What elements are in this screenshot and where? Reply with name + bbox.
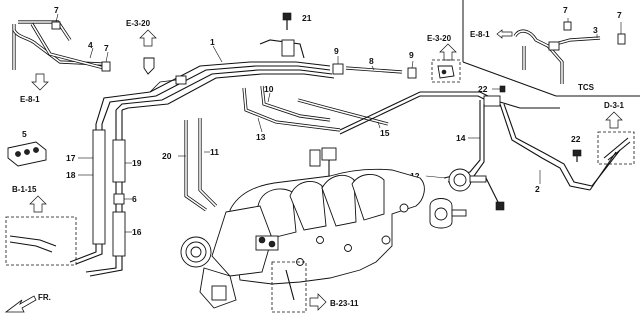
- callout-7: 7: [54, 5, 59, 15]
- reference-b-1-15: B-1-15: [5, 185, 77, 266]
- reference-e-8-1-right: E-8-1: [470, 29, 513, 39]
- arrow-up-icon: [439, 43, 457, 61]
- vacuum-actuator-12: 12: [410, 168, 505, 229]
- reference-e-3-20-mid: E-3-20: [427, 34, 461, 83]
- reference-label: D-3-1: [604, 101, 625, 110]
- callout-22: 22: [478, 84, 488, 94]
- arrow-down-icon: [31, 73, 49, 91]
- hose-8-assembly: 9 8 9: [332, 46, 417, 79]
- upper-left-hoses: 7 4 7: [12, 5, 111, 72]
- callout-10: 10: [264, 84, 274, 94]
- bolt-21: 21: [282, 12, 312, 30]
- callout-11: 11: [210, 147, 219, 157]
- reference-label: B-23-11: [330, 299, 359, 308]
- callout-21: 21: [302, 13, 312, 23]
- arrow-up-icon: [605, 111, 623, 129]
- front-arrow-icon: [4, 295, 37, 313]
- callout-9: 9: [334, 46, 339, 56]
- tcs-inset: 7 3 7 TCS: [462, 0, 640, 97]
- callout-1: 1: [210, 37, 215, 47]
- front-direction-indicator: FR.: [4, 293, 51, 313]
- reference-label: B-1-15: [12, 185, 37, 194]
- reference-label: E-3-20: [126, 19, 151, 28]
- tcs-label: TCS: [578, 83, 595, 92]
- callout-6: 6: [132, 194, 137, 204]
- callout-13: 13: [256, 132, 266, 142]
- callout-4: 4: [88, 40, 93, 50]
- reference-e-3-20-left: E-3-20: [126, 19, 157, 75]
- callout-7: 7: [563, 5, 568, 15]
- callout-12: 12: [410, 171, 420, 181]
- callout-5: 5: [22, 129, 27, 139]
- callout-7: 7: [104, 43, 109, 53]
- reference-e-8-1-left: E-8-1: [20, 73, 49, 104]
- reference-label: E-3-20: [427, 34, 452, 43]
- connector-block-5: 5: [7, 129, 47, 167]
- arrow-right-icon: [309, 293, 327, 311]
- callout-18: 18: [66, 170, 76, 180]
- arrow-up-icon: [139, 29, 157, 47]
- reference-label: E-8-1: [470, 30, 490, 39]
- callout-2: 2: [535, 184, 540, 194]
- callout-20: 20: [162, 151, 172, 161]
- callout-14: 14: [456, 133, 466, 143]
- callout-22: 22: [571, 134, 581, 144]
- callout-19: 19: [132, 158, 142, 168]
- callout-16: 16: [132, 227, 142, 237]
- callout-8: 8: [369, 56, 374, 66]
- arrow-left-icon: [496, 29, 513, 39]
- callout-17: 17: [66, 153, 76, 163]
- intake-manifold: [180, 147, 425, 313]
- vertical-hoses-left: 17 18 19 6 16: [66, 110, 142, 277]
- callout-9: 9: [409, 50, 414, 60]
- callout-15: 15: [380, 128, 390, 138]
- reference-b-23-11: B-23-11: [309, 293, 359, 311]
- arrow-up-icon: [29, 195, 47, 213]
- front-label: FR.: [38, 293, 51, 302]
- callout-7: 7: [617, 10, 622, 20]
- callout-3: 3: [593, 25, 598, 35]
- reference-label: E-8-1: [20, 95, 40, 104]
- main-pipe-harness: 1: [95, 37, 335, 125]
